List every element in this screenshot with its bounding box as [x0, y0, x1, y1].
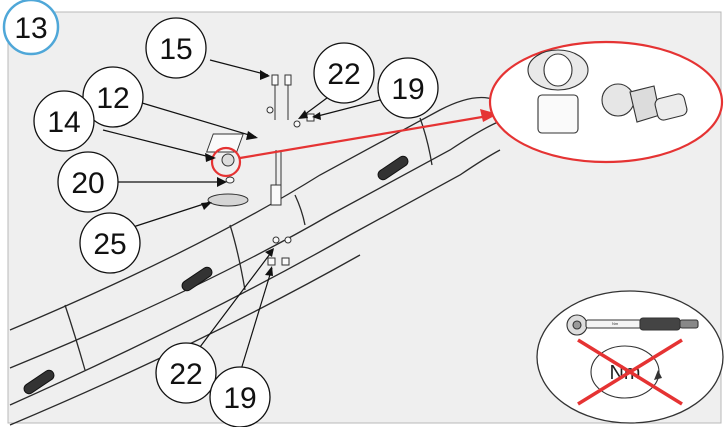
ball-stud-ball: [601, 83, 635, 117]
callout-19-bottom-label: 19: [223, 382, 256, 415]
callout-14-label: 14: [47, 106, 80, 139]
prohibited-cross-icon: [577, 338, 683, 406]
highlight-pointer-line: [239, 114, 489, 160]
socket-body: [537, 94, 579, 134]
callout-22-top-label: 22: [327, 58, 360, 91]
step-badge: 13: [2, 0, 60, 56]
callout-20-bubble: [57, 151, 119, 213]
callout-25-label: 25: [93, 228, 126, 261]
callout-20-label: 20: [71, 167, 104, 200]
callout-labels: 15 12 22 19 14 20 25 22 19: [47, 33, 424, 415]
wrench-scale-label: Nm: [612, 321, 619, 326]
detail-highlight: [210, 109, 498, 178]
highlight-circle: [210, 146, 242, 178]
callout-19-top-bubble: [377, 57, 439, 119]
callout-arrowheads: [201, 70, 321, 276]
highlight-arrow-icon: [480, 109, 498, 122]
washer-20: [225, 176, 235, 184]
mounting-plate-12: [205, 133, 244, 153]
washer-22-bottom: [272, 236, 280, 244]
ball-stud-thread: [654, 93, 688, 121]
callout-15-bubble: [145, 17, 207, 79]
callout-14-bubble: [33, 90, 95, 152]
callout-19-top-label: 19: [391, 73, 424, 106]
torque-wrench-icon: [566, 314, 699, 336]
step-number: 13: [14, 12, 47, 45]
callout-leaders: [102, 59, 389, 374]
callout-25-bubble: [79, 212, 141, 274]
mount-disc-25: [207, 193, 249, 207]
detail-zoom-bubble: [488, 40, 724, 164]
washer-22-top: [266, 106, 274, 114]
nut-19-bottom: [267, 257, 276, 266]
torque-warning: Nm Nm: [536, 290, 724, 424]
tube-grip-pads: [23, 155, 409, 395]
callout-22-bottom-bubble: [155, 342, 217, 404]
bolt-head-15: [271, 74, 279, 86]
nut-19-top: [306, 113, 315, 122]
callout-12-label: 12: [96, 82, 129, 115]
rotation-arrow-icon: [654, 370, 662, 380]
bracket-base: [270, 184, 282, 206]
callout-22-top-bubble: [313, 42, 375, 104]
ball-joint-14: [221, 153, 235, 167]
callout-15-label: 15: [159, 33, 192, 66]
callout-22-bottom-label: 22: [169, 358, 202, 391]
